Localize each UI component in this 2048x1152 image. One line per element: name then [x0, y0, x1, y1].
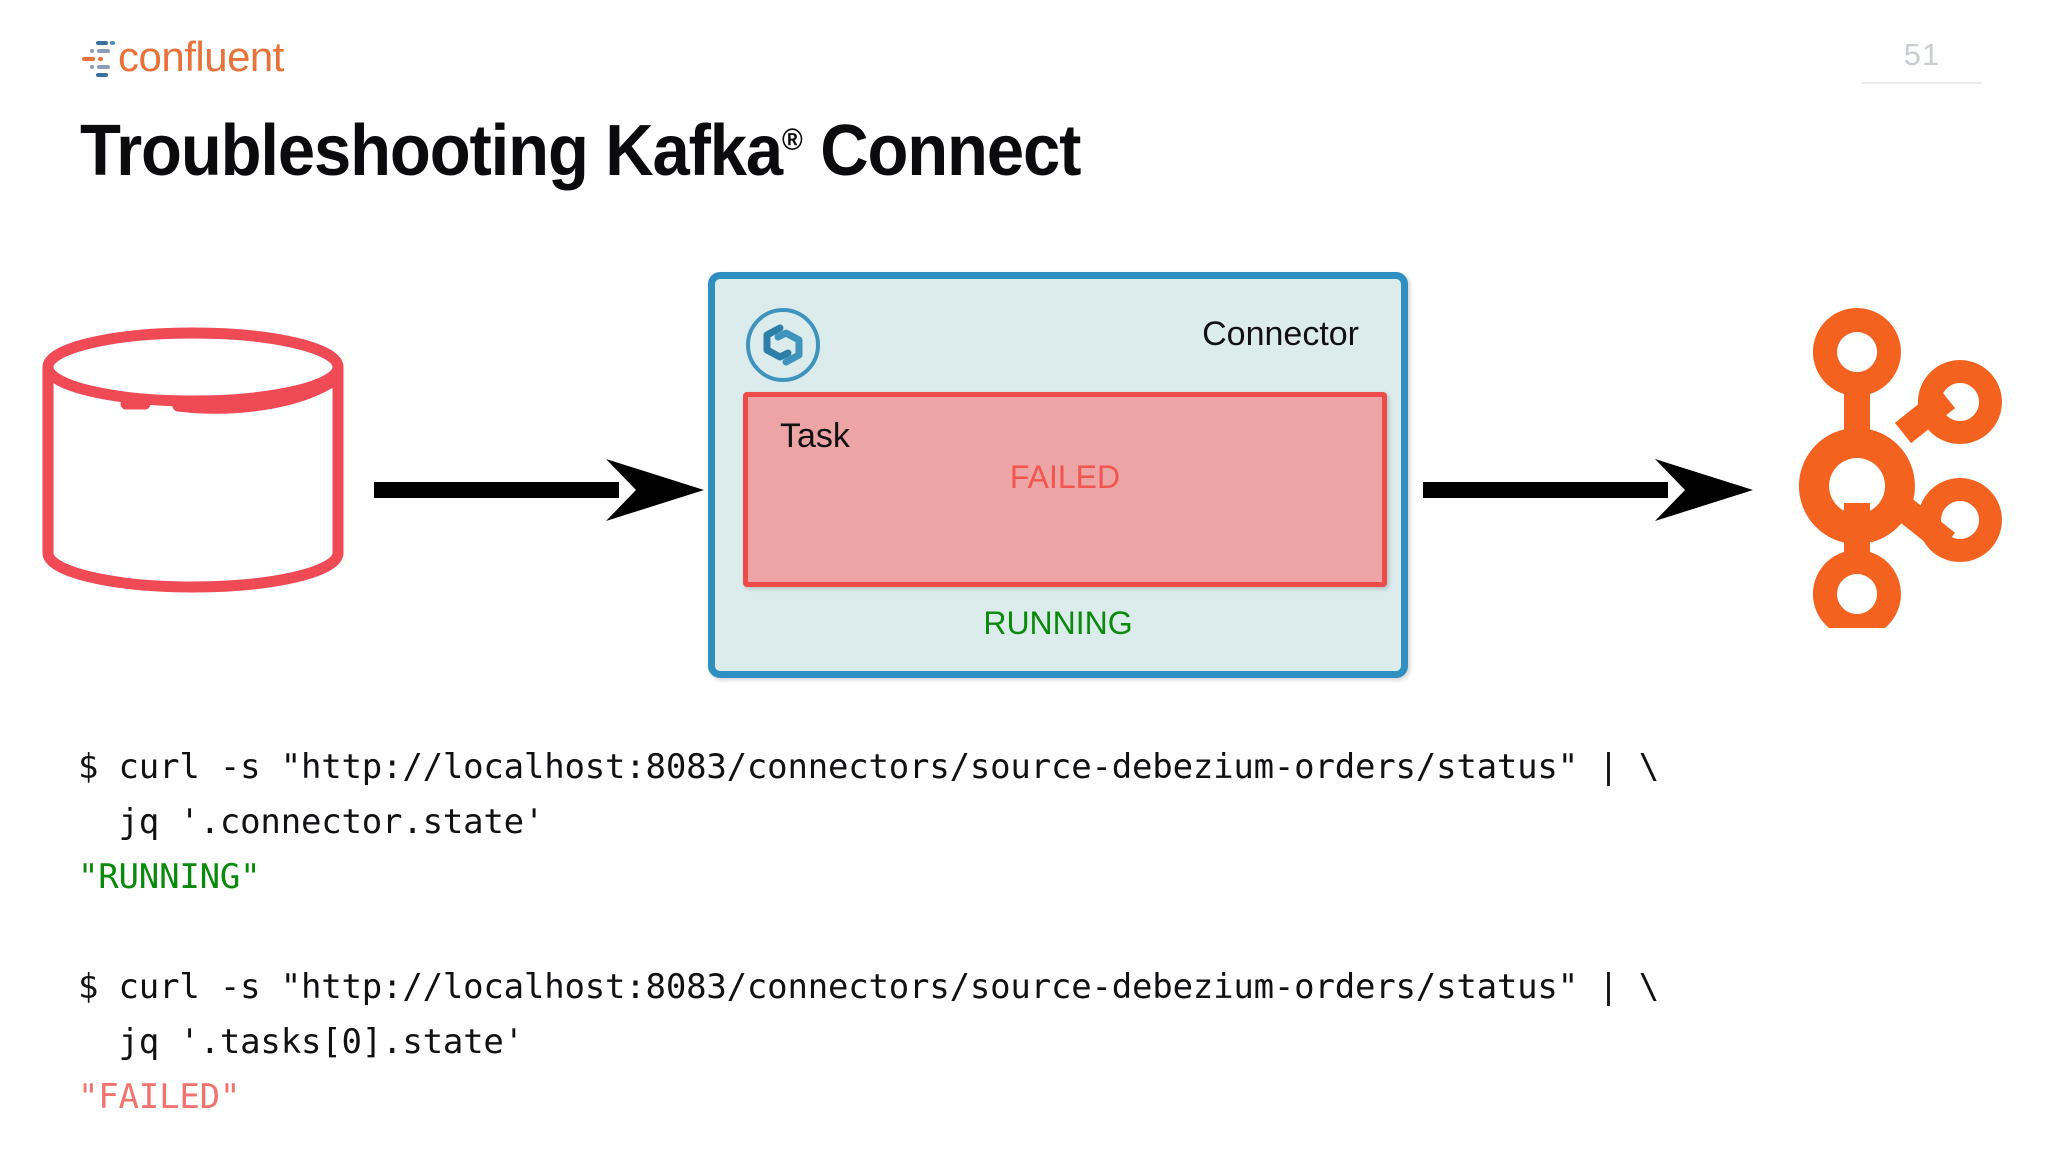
page-title-main: Troubleshooting Kafka [80, 111, 783, 191]
code-output-failed: "FAILED" [78, 1077, 241, 1117]
registered-trademark-symbol: ® [782, 124, 803, 157]
arrow-right-icon-source-to-connector [374, 455, 704, 530]
connector-label: Connector [1202, 315, 1359, 353]
page-number-container: 51 [1862, 36, 1982, 84]
database-cylinder-icon [38, 325, 348, 600]
code-block: $ curl -s "http://localhost:8083/connect… [78, 740, 1659, 1125]
apache-kafka-logo-icon [1795, 298, 2010, 638]
confluent-logo: confluent [82, 33, 312, 80]
page-title: Troubleshooting Kafka® Connect [80, 110, 1081, 192]
task-label: Task [780, 417, 850, 455]
arrow-right-icon-connector-to-kafka [1423, 455, 1753, 530]
code-output-running: "RUNNING" [78, 857, 261, 897]
code-line-command-1: $ curl -s "http://localhost:8083/connect… [78, 747, 1660, 787]
code-line-command-2: $ curl -s "http://localhost:8083/connect… [78, 967, 1660, 1007]
connector-link-icon [743, 305, 823, 385]
task-box[interactable]: Task FAILED [743, 392, 1387, 587]
architecture-diagram: Connector Task FAILED RUNNING [0, 250, 2048, 710]
confluent-logo-wordmark: confluent [118, 33, 284, 80]
code-blank-line [78, 905, 1659, 960]
code-line-command-1-cont: jq '.connector.state' [78, 802, 545, 842]
connector-status-text: RUNNING [983, 605, 1133, 641]
connector-box[interactable]: Connector Task FAILED RUNNING [708, 272, 1408, 678]
task-status-text: FAILED [1009, 459, 1121, 495]
page-title-suffix: Connect [802, 111, 1081, 191]
page-number-rule [1862, 82, 1982, 84]
code-line-command-2-cont: jq '.tasks[0].state' [78, 1022, 525, 1062]
page-number: 51 [1903, 37, 1941, 72]
confluent-logo-icon [82, 35, 116, 79]
